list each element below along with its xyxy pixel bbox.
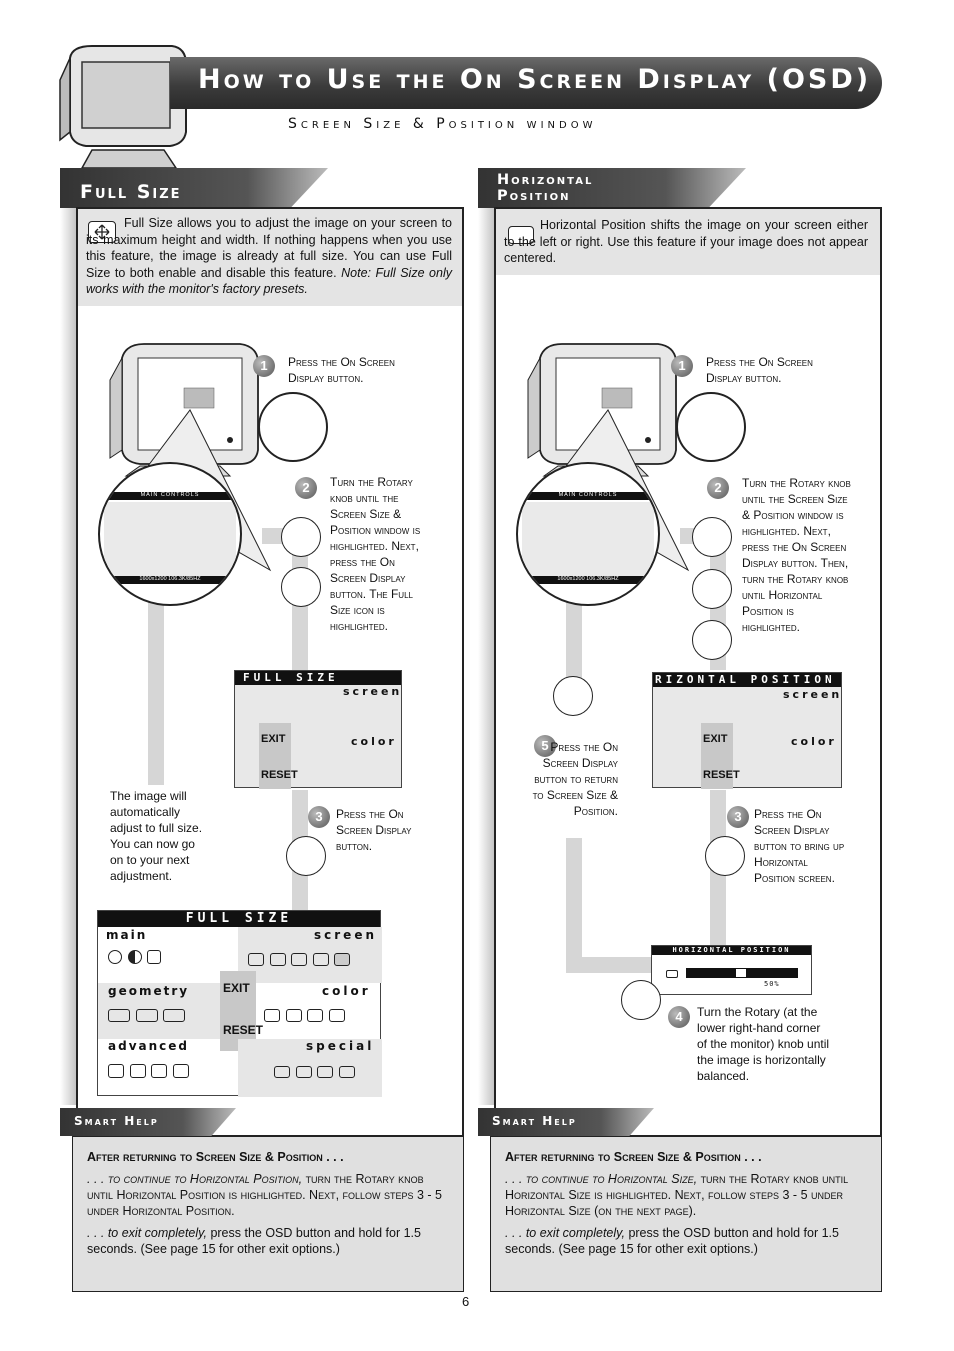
finger-circle xyxy=(281,567,321,607)
main-controls-zoom: MAIN CONTROLS 1600x1200 106.3K/85HZ xyxy=(98,462,242,606)
full-size-result: The image will automatically adjust to f… xyxy=(110,789,203,883)
finger-circle xyxy=(553,676,593,716)
smart-help-right: After returning to Screen Size & Positio… xyxy=(490,1136,882,1292)
smart-help-banner-right xyxy=(478,1108,654,1136)
step-1-text: Press the On Screen Display button. xyxy=(288,355,395,385)
hpos-icon xyxy=(666,970,678,978)
hpos-slider-thumb[interactable] xyxy=(736,969,746,977)
smart-help-left: After returning to Screen Size & Positio… xyxy=(72,1136,464,1292)
hpos-value: 50% xyxy=(764,980,780,988)
osd-small-title: RIZONTAL POSITION xyxy=(653,673,841,687)
main-controls-title: MAIN CONTROLS xyxy=(518,492,658,500)
horizontal-position-intro: Horizontal Position shifts the image on … xyxy=(496,209,880,275)
horizontal-position-intro-text: Horizontal Position shifts the image on … xyxy=(504,218,868,265)
step-2-text: Turn the Rotary knob until the Screen Si… xyxy=(742,476,851,634)
help-paragraph: . . . to continue to Horizontal Position… xyxy=(87,1172,442,1218)
osd-special-label: special xyxy=(306,1039,375,1053)
finger-circle xyxy=(705,836,745,876)
help-paragraph: . . . to exit completely, press the OSD … xyxy=(87,1226,421,1256)
step-3-text: Press the On Screen Display button to br… xyxy=(754,807,845,885)
step-4-text: Turn the Rotary (at the lower right-hand… xyxy=(697,1005,830,1083)
resolution-readout: 1600x1200 106.3K/85HZ xyxy=(518,576,658,584)
left-column-side-shade xyxy=(60,170,78,1105)
step-3-badge: 3 xyxy=(308,806,330,828)
main-controls-title: MAIN CONTROLS xyxy=(100,492,240,500)
step-5-text: Press the On Screen Display button to re… xyxy=(532,740,618,818)
step-1-badge: 1 xyxy=(253,355,275,377)
osd-screen-label: screen xyxy=(314,928,377,942)
step-2-text: Turn the Rotary knob until the Screen Si… xyxy=(330,475,421,633)
finger-circle xyxy=(692,569,732,609)
pipe xyxy=(148,585,164,785)
page-title: How to Use the On Screen Display (OSD) xyxy=(198,64,872,95)
step-2-badge: 2 xyxy=(295,477,317,499)
finger-circle xyxy=(286,836,326,876)
resolution-readout: 1600x1200 106.3K/85HZ xyxy=(100,576,240,584)
osd-color-label: color xyxy=(322,984,371,998)
osd-icons-row xyxy=(248,951,351,970)
horizontal-position-banner xyxy=(478,168,746,208)
osd-icons-row xyxy=(264,1007,345,1026)
full-size-intro-text: Full Size allows you to adjust the image… xyxy=(86,216,452,280)
help-paragraph: . . . to exit completely, press the OSD … xyxy=(505,1226,839,1256)
osd-icons-row xyxy=(108,1007,186,1026)
step-2-badge: 2 xyxy=(707,477,729,499)
step-1-text: Press the On Screen Display button. xyxy=(706,355,813,385)
pipe xyxy=(566,957,656,973)
hpos-title: HORIZONTAL POSITION xyxy=(652,946,811,955)
step-4-badge: 4 xyxy=(668,1006,690,1028)
main-controls-zoom: MAIN CONTROLS 1600x1200 106.3K/85HZ xyxy=(516,462,660,606)
osd-screen-label: screen xyxy=(343,685,403,698)
finger-circle xyxy=(281,517,321,557)
finger-zoom xyxy=(258,392,328,462)
step-3-text: Press the On Screen Display button. xyxy=(336,807,412,853)
full-size-banner xyxy=(60,168,328,208)
osd-geometry-label: geometry xyxy=(108,984,190,998)
page-subtitle: Screen Size & Position window xyxy=(288,116,597,132)
finger-circle xyxy=(692,620,732,660)
osd-advanced-label: advanced xyxy=(108,1039,189,1053)
finger-circle xyxy=(692,517,732,557)
osd-main-label: main xyxy=(106,928,148,942)
pipe xyxy=(566,838,582,973)
osd-screen-label: screen xyxy=(783,688,843,701)
full-size-intro-note: Note: Full Size only works with the moni… xyxy=(86,265,452,297)
header-bar xyxy=(170,57,882,109)
horizontal-position-icon xyxy=(508,226,534,244)
osd-icons-row xyxy=(108,949,162,968)
smart-help-banner-left xyxy=(60,1108,236,1136)
full-size-title: Full Size xyxy=(80,181,182,203)
monitor-illustration xyxy=(52,40,192,170)
osd-horizontal-position-slider: HORIZONTAL POSITION 50% xyxy=(651,945,812,995)
finger-zoom xyxy=(676,392,746,462)
pipe xyxy=(566,585,582,685)
osd-icons-row xyxy=(108,1063,189,1082)
step-5-badge: 5 xyxy=(534,735,556,757)
right-column-side-shade xyxy=(478,170,496,1105)
full-size-icon xyxy=(88,221,116,243)
osd-icons-row xyxy=(274,1063,355,1082)
osd-color-label: color xyxy=(351,735,397,748)
step-1-badge: 1 xyxy=(671,355,693,377)
help-heading: After returning to Screen Size & Positio… xyxy=(505,1150,762,1164)
help-heading: After returning to Screen Size & Positio… xyxy=(87,1150,344,1164)
full-size-intro: Full Size allows you to adjust the image… xyxy=(78,209,462,306)
osd-big-title: FULL SIZE xyxy=(98,911,380,927)
smart-help-title-left: Smart Help xyxy=(74,1114,159,1128)
smart-help-title-right: Smart Help xyxy=(492,1114,577,1128)
help-paragraph: . . . to continue to Horizontal Size, tu… xyxy=(505,1172,849,1218)
osd-small-title: FULL SIZE xyxy=(235,671,401,685)
page-number: 6 xyxy=(462,1294,470,1309)
step-3-badge: 3 xyxy=(727,806,749,828)
finger-circle xyxy=(621,980,661,1020)
osd-color-label: color xyxy=(791,735,837,748)
